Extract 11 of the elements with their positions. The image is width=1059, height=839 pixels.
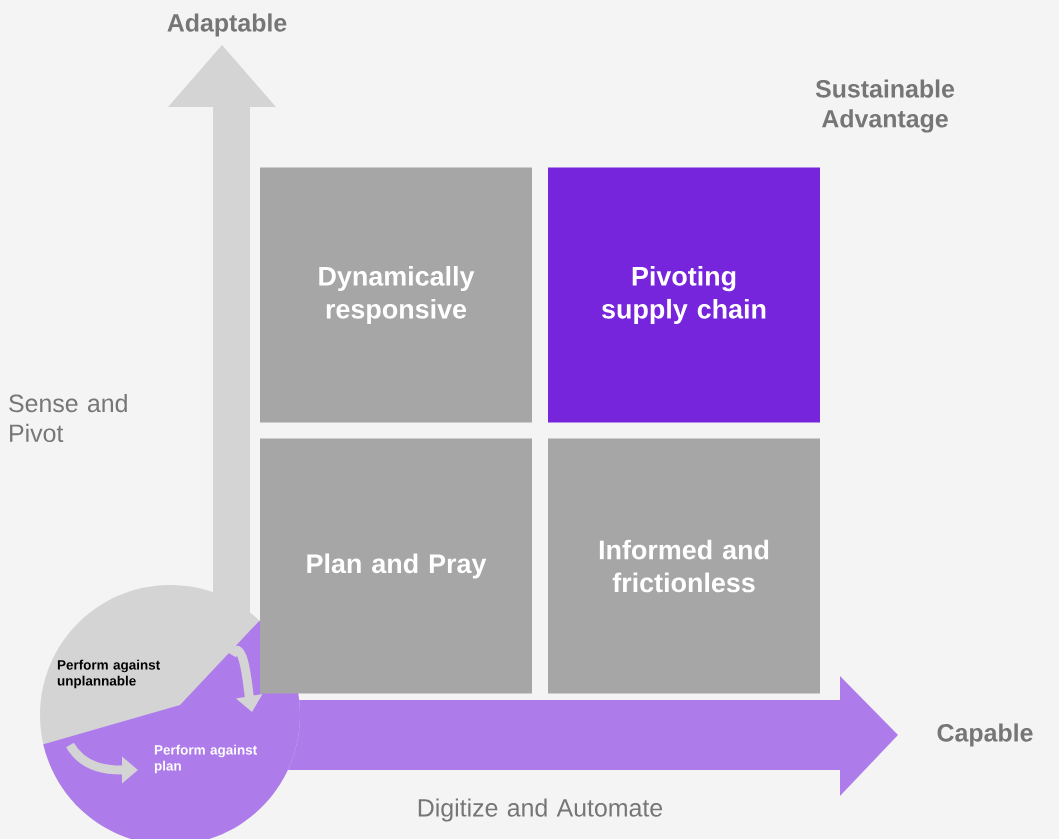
- axis-title: Adaptable: [167, 13, 287, 37]
- corner-label: Sustainable Advantage: [815, 79, 955, 133]
- axis-caption: Digitize and Automate: [418, 798, 663, 822]
- quadrant-box: Plan and Pray: [260, 438, 532, 694]
- segment-label: Perform against plan: [154, 744, 257, 774]
- quadrant-box: Pivoting supply chain: [548, 167, 820, 423]
- quadrant-box: Informed and frictionless: [548, 438, 820, 694]
- quadrant-box: Dynamically responsive: [260, 167, 532, 423]
- segment-label: Perform against unplannable: [57, 659, 160, 689]
- axis-title: Capable: [937, 723, 1033, 747]
- axis-caption: Sense and Pivot: [9, 393, 127, 443]
